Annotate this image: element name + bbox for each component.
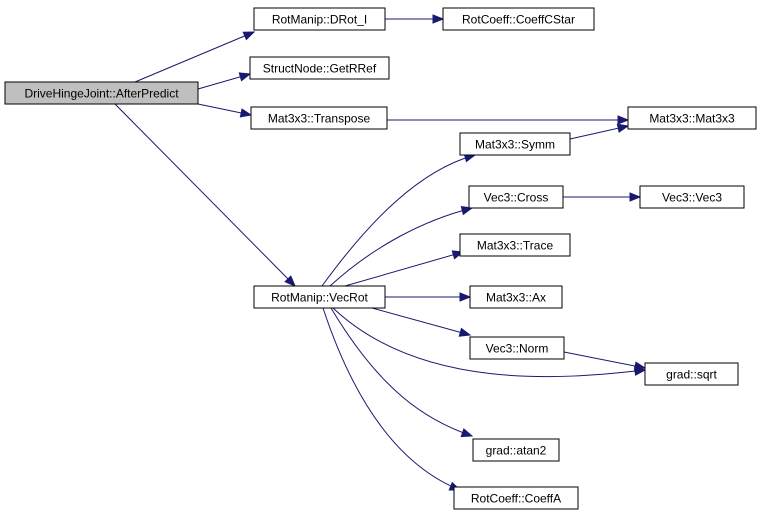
edge-vecrot-to-coeffa <box>322 307 462 491</box>
edges-layer <box>114 14 647 491</box>
node-label: RotCoeff::CoeffA <box>471 492 561 506</box>
node-box <box>468 185 564 209</box>
nodes-layer: DriveHingeJoint::AfterPredict RotManip::D… <box>4 7 757 510</box>
arrow-head-icon <box>238 72 252 82</box>
node-label: RotManip::VecRot <box>271 291 368 305</box>
arrow-head-icon <box>616 123 630 133</box>
node-box <box>453 486 579 510</box>
edge-vecrot-to-norm <box>371 307 472 337</box>
node-label: Vec3::Cross <box>484 191 549 205</box>
node-box <box>250 106 388 130</box>
edge-line <box>563 351 646 369</box>
edge-root-to-transpose <box>197 103 253 118</box>
edge-line <box>330 307 473 437</box>
node-box <box>253 7 386 31</box>
edge-vecrot-to-cross <box>329 206 474 287</box>
node-coeffa[interactable]: RotCoeff::CoeffA <box>453 486 579 510</box>
node-label: Mat3x3::Mat3x3 <box>649 112 735 126</box>
node-atan2[interactable]: grad::atan2 <box>472 438 560 462</box>
node-label: Vec3::Vec3 <box>662 191 722 205</box>
node-box <box>442 7 595 31</box>
node-box <box>469 336 565 360</box>
node-transpose[interactable]: Mat3x3::Transpose <box>250 106 388 130</box>
arrow-head-icon <box>242 31 256 41</box>
node-coeffcstar[interactable]: RotCoeff::CoeffCStar <box>442 7 595 31</box>
edge-root-to-getrref <box>197 72 252 90</box>
edge-line <box>114 103 296 287</box>
node-ax[interactable]: Mat3x3::Ax <box>469 285 563 309</box>
arrow-head-icon <box>460 428 474 438</box>
node-symm[interactable]: Mat3x3::Symm <box>459 132 571 156</box>
edge-vecrot-to-ax <box>385 292 472 302</box>
arrow-head-icon <box>239 108 253 118</box>
edge-root-to-vecrot <box>114 103 296 287</box>
edge-line <box>321 154 476 287</box>
node-vec3[interactable]: Vec3::Vec3 <box>639 185 745 209</box>
node-trace[interactable]: Mat3x3::Trace <box>459 233 571 257</box>
node-box <box>459 132 571 156</box>
node-label: RotManip::DRot_I <box>272 13 367 27</box>
arrow-head-icon <box>458 327 472 337</box>
edge-root-to-drot <box>134 31 256 83</box>
node-label: Mat3x3::Symm <box>475 138 555 152</box>
arrow-head-icon <box>460 206 474 216</box>
edge-line <box>332 307 646 378</box>
node-drot[interactable]: RotManip::DRot_I <box>253 7 386 31</box>
node-box <box>472 438 560 462</box>
node-norm[interactable]: Vec3::Norm <box>469 336 565 360</box>
edge-norm-to-sqrt <box>563 351 647 371</box>
arrow-head-icon <box>629 192 642 202</box>
edge-line <box>371 307 471 336</box>
edge-vecrot-to-trace <box>344 250 465 287</box>
node-box <box>639 185 745 209</box>
node-box <box>627 106 757 130</box>
node-label: DriveHingeJoint::AfterPredict <box>24 87 179 101</box>
node-label: StructNode::GetRRef <box>263 62 377 76</box>
edge-line <box>322 307 461 491</box>
node-label: RotCoeff::CoeffCStar <box>462 13 575 27</box>
node-getrref[interactable]: StructNode::GetRRef <box>249 56 390 80</box>
node-box <box>4 81 199 105</box>
node-box <box>644 362 739 386</box>
node-box <box>459 233 571 257</box>
node-label: grad::sqrt <box>666 368 717 382</box>
arrow-head-icon <box>284 275 296 287</box>
edge-line <box>134 31 255 83</box>
arrow-head-icon <box>459 292 472 302</box>
node-root[interactable]: DriveHingeJoint::AfterPredict <box>4 81 199 105</box>
node-sqrt[interactable]: grad::sqrt <box>644 362 739 386</box>
node-cross[interactable]: Vec3::Cross <box>468 185 564 209</box>
edge-vecrot-to-symm <box>321 153 477 287</box>
node-label: Vec3::Norm <box>486 342 549 356</box>
arrow-head-icon <box>432 14 445 24</box>
node-box <box>249 56 390 80</box>
node-mat3x3[interactable]: Mat3x3::Mat3x3 <box>627 106 757 130</box>
node-label: Mat3x3::Trace <box>477 239 554 253</box>
edge-symm-to-mat3x3 <box>569 123 630 140</box>
edge-vecrot-to-atan2 <box>330 307 474 438</box>
edge-line <box>329 207 473 287</box>
edge-drot-to-coeffcstar <box>385 14 445 24</box>
edge-transpose-to-mat3x3 <box>387 115 630 125</box>
node-label: grad::atan2 <box>486 444 547 458</box>
node-box <box>469 285 563 309</box>
node-label: Mat3x3::Transpose <box>268 112 371 126</box>
edge-cross-to-vec3 <box>563 192 642 202</box>
arrow-head-icon <box>633 361 647 371</box>
node-label: Mat3x3::Ax <box>486 291 546 305</box>
arrow-head-icon <box>617 115 630 125</box>
node-vecrot[interactable]: RotManip::VecRot <box>253 285 386 309</box>
node-box <box>253 285 386 309</box>
edge-line <box>344 251 464 287</box>
